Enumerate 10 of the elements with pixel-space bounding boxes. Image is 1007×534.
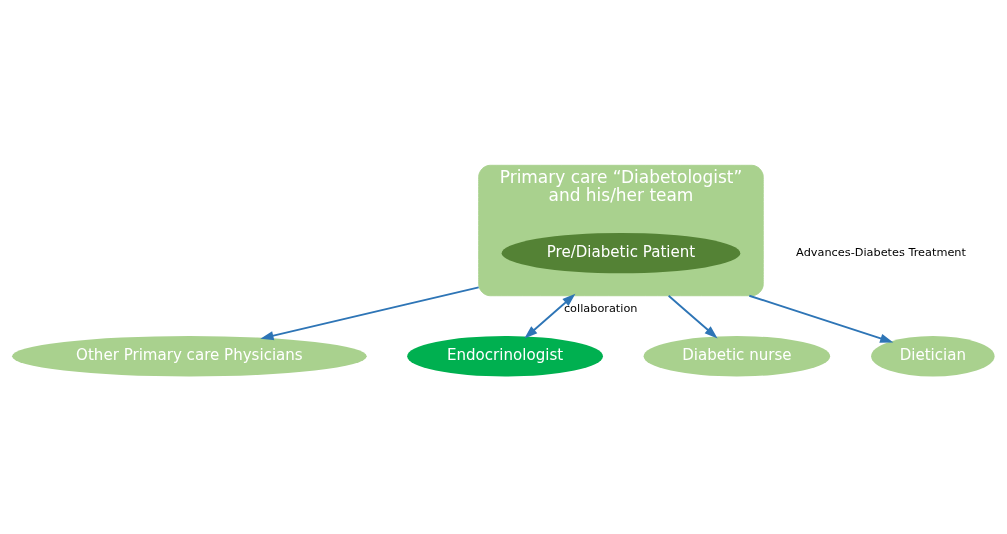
arrow [524, 293, 576, 339]
node-ellipse: Endocrinologist [407, 336, 603, 377]
node-ellipse: Other Primary care Physicians [12, 336, 367, 377]
arrow [748, 294, 894, 343]
label: Advances-Diabetes Treatment [796, 246, 966, 260]
edge-label: collaboration [563, 302, 638, 316]
arrow [260, 286, 480, 341]
node-ellipse: Diabetic nurse [643, 336, 831, 377]
node-ellipse: Pre/Diabetic Patient [501, 232, 741, 274]
arrow [667, 294, 718, 339]
